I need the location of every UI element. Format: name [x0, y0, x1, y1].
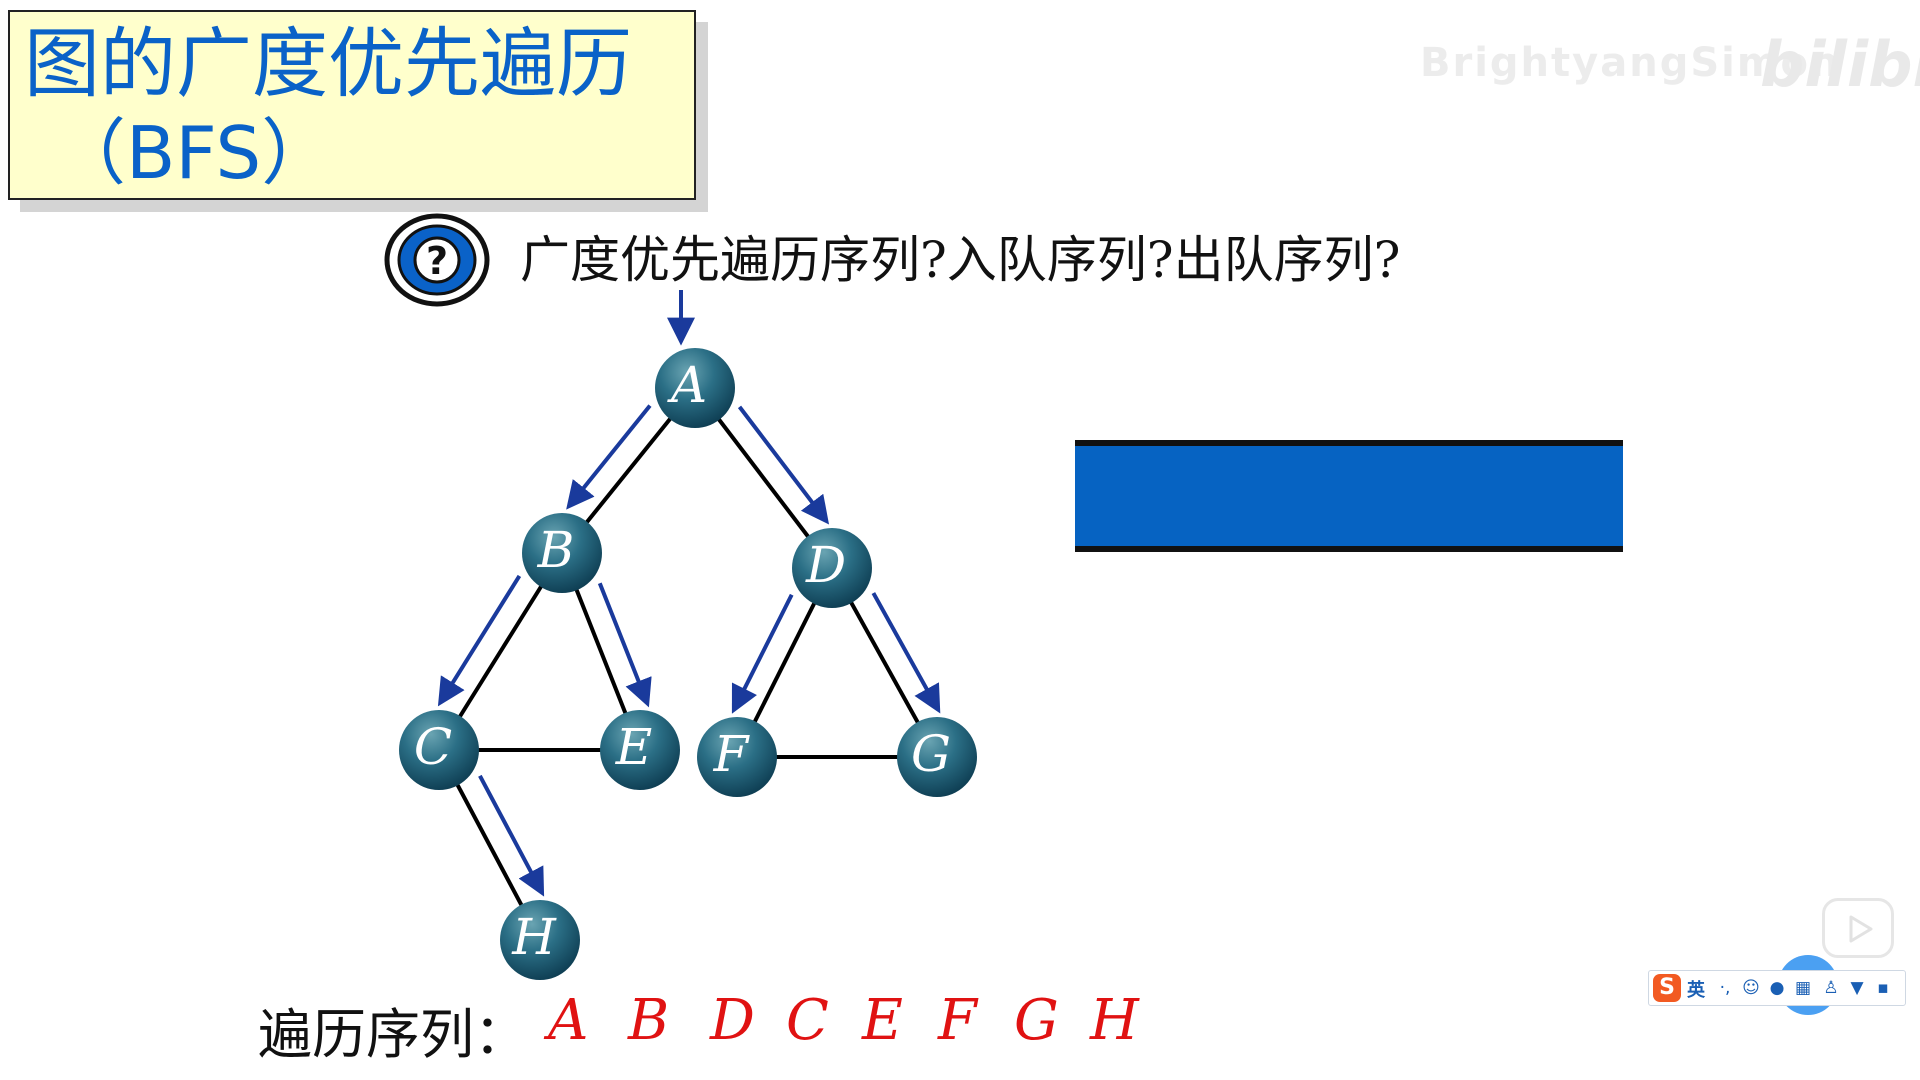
traversal-arrow-D-F: [731, 593, 794, 714]
title-box: 图的广度优先遍历 （BFS）: [8, 10, 696, 200]
sequence-item-6: F: [938, 988, 977, 1053]
question-text: 广度优先遍历序列?入队序列?出队序列?: [520, 231, 1401, 289]
node-circle-A: [655, 348, 735, 428]
sequence-item-4: C: [786, 988, 829, 1053]
keyboard-icon[interactable]: ▦: [1794, 978, 1812, 998]
node-B: B: [522, 513, 602, 593]
play-icon: [1849, 915, 1873, 943]
node-circle-G: [897, 717, 977, 797]
node-label-A: A: [667, 356, 707, 414]
traversal-arrow-B-E: [597, 582, 652, 708]
sequence-item-2: B: [628, 988, 670, 1053]
node-circle-B: [522, 513, 602, 593]
node-label-F: F: [713, 725, 751, 783]
slide-title: 图的广度优先遍历: [24, 19, 632, 108]
slide-subtitle: （BFS）: [54, 111, 334, 195]
node-G: G: [897, 717, 977, 797]
node-label-B: B: [537, 521, 575, 579]
emoji-icon[interactable]: ☺: [1742, 978, 1760, 998]
site-logo-watermark: bilibili: [1760, 28, 1920, 101]
traversal-arrow-A-D: [737, 405, 830, 525]
ime-logo[interactable]: S: [1653, 974, 1681, 1002]
traversal-arrow-D-G: [871, 592, 941, 714]
node-label-H: H: [511, 908, 557, 966]
node-circle-C: [399, 710, 479, 790]
ime-language-toggle[interactable]: 英: [1687, 980, 1705, 1001]
traversal-arrow-B-C: [437, 574, 522, 707]
sequence-label: 遍历序列：: [258, 1003, 528, 1066]
node-circle-E: [600, 710, 680, 790]
sequence-item-8: H: [1090, 988, 1139, 1053]
question-mark-circle-icon: ?: [382, 210, 492, 310]
node-label-G: G: [911, 725, 951, 783]
node-A: A: [655, 348, 735, 428]
node-label-C: C: [414, 718, 452, 776]
node-circle-H: [500, 900, 580, 980]
svg-text:?: ?: [426, 239, 448, 283]
sequence-item-5: E: [862, 988, 903, 1053]
user-icon[interactable]: ♙: [1823, 978, 1839, 998]
node-E: E: [600, 710, 680, 790]
node-circle-F: [697, 717, 777, 797]
ime-toolbar[interactable]: S 英 ·, ☺ ● ▦ ♙ ▼ ▪: [1648, 970, 1906, 1006]
punctuation-icon[interactable]: ·,: [1719, 978, 1731, 998]
sequence-item-7: G: [1014, 988, 1059, 1053]
node-label-E: E: [615, 718, 653, 776]
traversal-arrow-C-H: [478, 774, 545, 897]
node-circle-D: [792, 528, 872, 608]
node-F: F: [697, 717, 777, 797]
queue-bar: [1075, 440, 1623, 552]
video-play-button[interactable]: [1822, 898, 1894, 958]
node-D: D: [792, 528, 872, 608]
skin-icon[interactable]: ▼: [1850, 978, 1864, 998]
uploader-watermark: BrightyangSimon: [1420, 40, 1841, 86]
node-label-D: D: [805, 536, 846, 594]
sequence-item-1: A: [548, 988, 589, 1053]
grid-menu-icon[interactable]: ▪: [1877, 978, 1889, 998]
sequence-item-3: D: [710, 988, 755, 1053]
traversal-arrow-A-B: [566, 404, 652, 510]
node-C: C: [399, 710, 479, 790]
microphone-icon[interactable]: ●: [1769, 978, 1785, 998]
node-H: H: [500, 900, 580, 980]
